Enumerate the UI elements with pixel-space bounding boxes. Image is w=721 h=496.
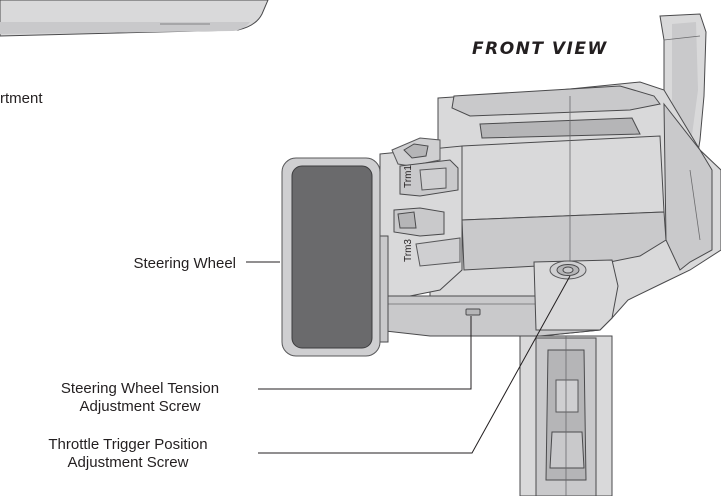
steering-wheel-label: Steering Wheel (133, 255, 236, 272)
diagram-title: FRONT VIEW (472, 39, 608, 59)
partial-label-compartment: rtment (0, 90, 43, 107)
partial-device-top-left (0, 0, 269, 37)
callout-leaders (246, 261, 571, 454)
throttle-screw-label-line2: Adjustment Screw (68, 454, 189, 471)
transmitter-body (281, 13, 721, 496)
tension-screw-label-line1: Steering Wheel Tension (61, 380, 219, 397)
throttle-screw-label-line1: Throttle Trigger Position (48, 436, 207, 453)
trim-label-3: Trm3 (403, 239, 414, 262)
trim-label-1: Trm1 (403, 165, 414, 188)
tension-screw-label-line2: Adjustment Screw (80, 398, 201, 415)
